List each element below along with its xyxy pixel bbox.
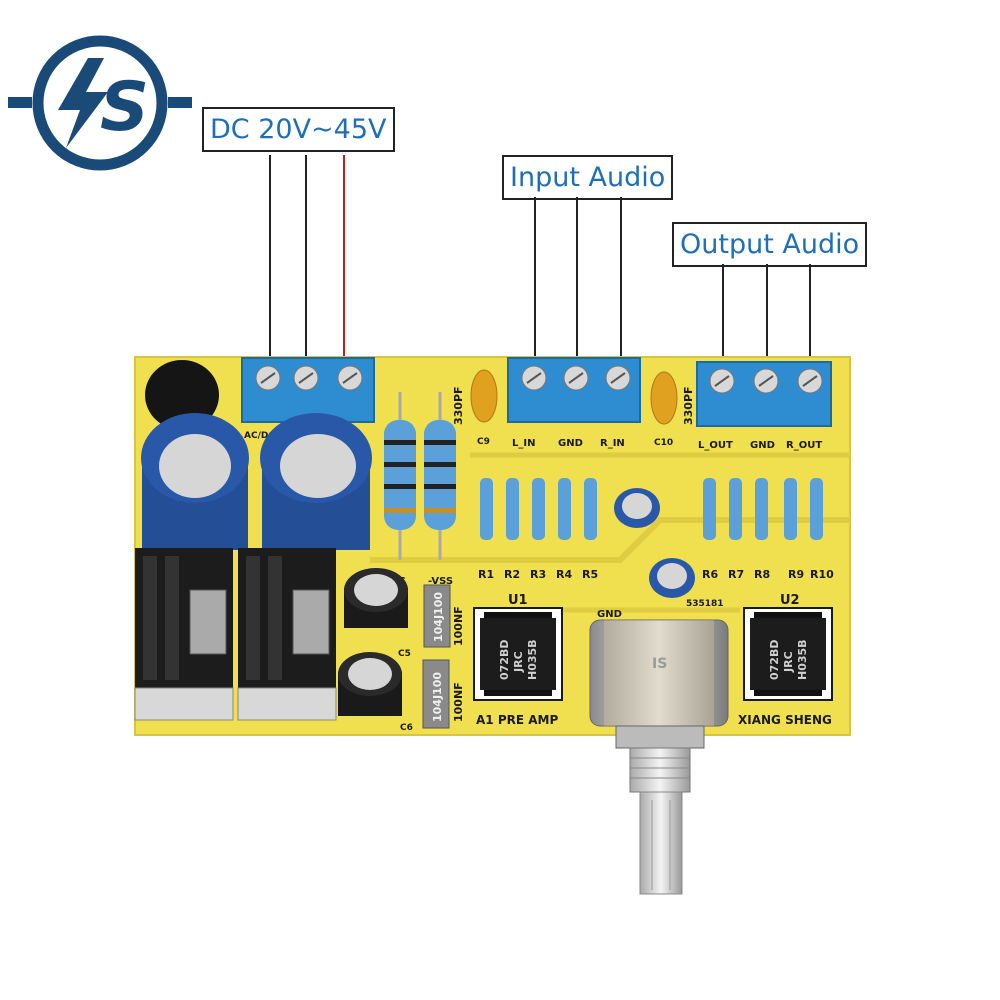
chip-u2-line2: JRC: [782, 651, 795, 673]
label-pot-code: 535181: [686, 599, 724, 609]
label-100nf-1: 100NF: [452, 606, 465, 646]
film-capacitor-2: [422, 659, 450, 729]
output-lead-1: [722, 264, 724, 379]
label-gnd-in: GND: [558, 438, 583, 449]
potentiometer: [589, 619, 729, 895]
output-lead-2: [766, 264, 768, 379]
small-capacitor-2: [649, 558, 695, 598]
board-name: A1 PRE AMP: [476, 713, 558, 727]
label-gnd-out: GND: [750, 440, 775, 451]
label-l-in: L_IN: [512, 438, 535, 449]
label-100nf-2: 100NF: [452, 682, 465, 722]
resistor-bank-right: [703, 478, 823, 540]
power-terminal-block: [241, 357, 375, 423]
chip-u1-line1: 072BD: [498, 640, 511, 680]
label-c5: C5: [398, 649, 411, 659]
input-lead-1: [534, 197, 536, 375]
label-r10: R10: [810, 568, 834, 581]
ceramic-capacitor-c9: [470, 369, 498, 423]
power-lead-2: [305, 155, 307, 370]
chip-u1-line2: JRC: [512, 651, 525, 673]
input-lead-3: [620, 197, 622, 375]
ceramic-capacitor-c10: [650, 371, 678, 425]
lightning-s-logo-icon: S: [8, 35, 192, 171]
heatsink-right: [237, 548, 337, 721]
label-cap-code-2: 104J100: [431, 672, 444, 722]
label-u1: U1: [508, 593, 528, 608]
label-vss: -VSS: [428, 576, 453, 587]
input-lead-2: [576, 197, 578, 375]
maker-name: XIANG SHENG: [738, 713, 832, 727]
chip-u2: [743, 607, 833, 701]
electrolytic-capacitor-2: [260, 413, 372, 550]
electrolytic-capacitor-1: [141, 413, 249, 550]
pot-logo: IS: [652, 656, 667, 672]
power-lead-1: [269, 155, 271, 370]
label-r1: R1: [478, 568, 494, 581]
input-terminal-block: [507, 357, 641, 423]
power-resistor-2: [424, 392, 456, 560]
output-terminal-block: [696, 361, 832, 427]
power-callout: DC 20V~45V: [202, 107, 395, 152]
power-resistor-1: [384, 392, 416, 560]
label-330pf-2: 330PF: [682, 386, 695, 425]
input-audio-callout: Input Audio: [502, 155, 674, 200]
output-audio-callout: Output Audio: [672, 222, 868, 267]
small-capacitor-1: [614, 488, 660, 528]
label-gnd-rail: GND: [597, 609, 622, 620]
label-r4: R4: [556, 568, 572, 581]
label-r9: R9: [788, 568, 804, 581]
label-l-out: L_OUT: [698, 440, 733, 451]
chip-u1-line3: H035B: [526, 639, 539, 680]
label-r-out: R_OUT: [786, 440, 822, 451]
power-lead-3: [343, 155, 345, 370]
label-r-in: R_IN: [600, 438, 625, 449]
label-r5: R5: [582, 568, 598, 581]
label-r2: R2: [504, 568, 520, 581]
heatsink-left: [134, 548, 234, 721]
label-r6: R6: [702, 568, 718, 581]
resistor-bank-left: [480, 478, 597, 540]
label-c10: C10: [654, 438, 673, 448]
label-r7: R7: [728, 568, 744, 581]
label-r3: R3: [530, 568, 546, 581]
black-capacitor: [145, 360, 219, 430]
film-capacitor-1: [423, 584, 451, 648]
chip-u2-line3: H035B: [796, 639, 809, 680]
label-u2: U2: [780, 593, 800, 608]
label-c6: C6: [400, 723, 413, 733]
capacitor-c6: [338, 652, 402, 716]
svg-text:S: S: [100, 68, 149, 147]
label-ac-dc: AC/DC: [244, 431, 275, 441]
label-r8: R8: [754, 568, 770, 581]
label-c9: C9: [477, 437, 490, 447]
label-330pf-1: 330PF: [452, 386, 465, 425]
label-cap-code-1: 104J100: [432, 592, 445, 642]
chip-u1: [473, 607, 563, 701]
output-lead-3: [809, 264, 811, 379]
chip-u2-line1: 072BD: [768, 640, 781, 680]
capacitor-c5: [344, 568, 408, 628]
